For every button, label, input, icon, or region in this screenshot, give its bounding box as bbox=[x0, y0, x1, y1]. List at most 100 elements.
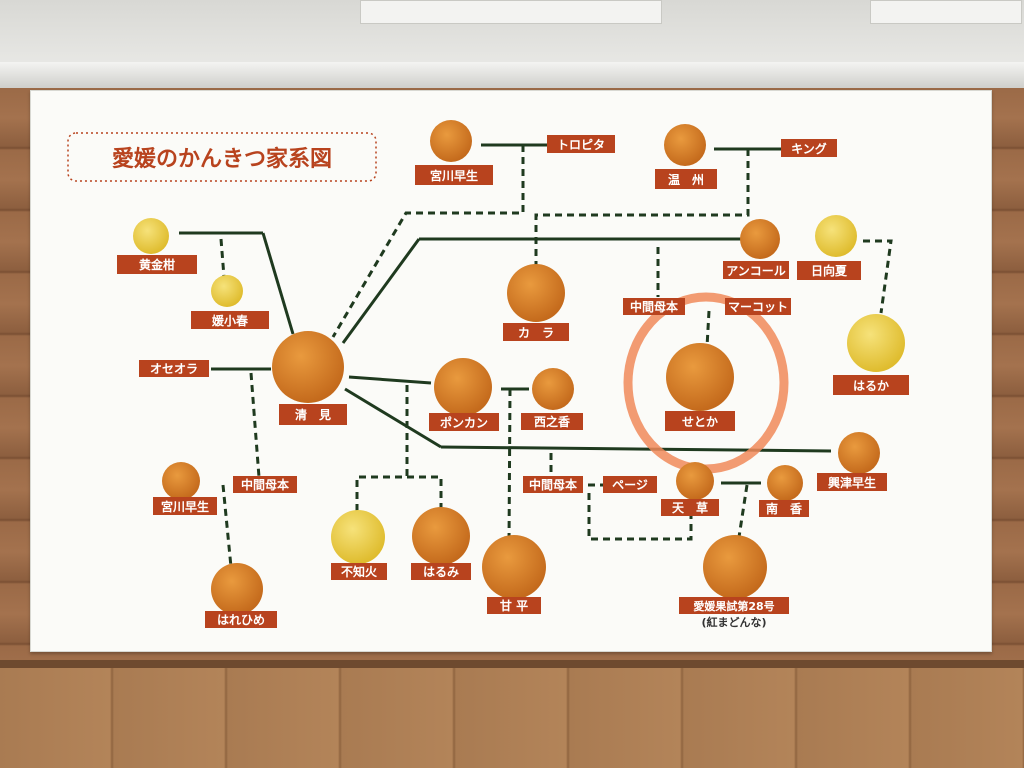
label-box bbox=[415, 165, 493, 185]
family-tree-diagram: 愛媛のかんきつ家系図 bbox=[67, 120, 909, 629]
label-harehime: はれひめ bbox=[217, 613, 265, 627]
fruit-icon bbox=[507, 264, 565, 322]
label-tensou: 天 草 bbox=[672, 500, 708, 515]
label-box bbox=[723, 261, 789, 279]
label-box bbox=[117, 255, 197, 274]
fruit-icon bbox=[331, 510, 385, 564]
label-box bbox=[411, 563, 471, 580]
label-box bbox=[279, 404, 347, 425]
label-hyuganatsu: 日向夏 bbox=[811, 263, 848, 278]
label-box bbox=[665, 411, 735, 431]
dashed-line bbox=[331, 145, 525, 338]
fruit-icon bbox=[211, 275, 243, 307]
dashed-line bbox=[737, 484, 749, 538]
label-kara: カ ラ bbox=[518, 326, 554, 340]
fruit-icon bbox=[676, 462, 714, 500]
dashed-line bbox=[534, 149, 750, 267]
label-box bbox=[817, 473, 887, 491]
label-setoka: せとか bbox=[682, 415, 718, 429]
label-box bbox=[153, 497, 217, 515]
label-kiyomi: 清 見 bbox=[295, 407, 331, 422]
fruit-icon bbox=[162, 462, 200, 500]
label-kanpei: 甘 平 bbox=[500, 598, 528, 613]
title-box: 愛媛のかんきつ家系図 bbox=[67, 132, 377, 182]
fruit-icon bbox=[847, 314, 905, 372]
label-box bbox=[523, 476, 583, 493]
label-enkoshun: 媛小春 bbox=[211, 313, 249, 328]
fruit-icon bbox=[740, 219, 780, 259]
label-box bbox=[233, 476, 297, 493]
label-beni-madonna: (紅まどんな) bbox=[701, 615, 766, 629]
fruit-icon bbox=[838, 432, 880, 474]
fruit-icon bbox=[767, 465, 803, 501]
label-king: キング bbox=[791, 141, 827, 156]
fruit-icon bbox=[815, 215, 857, 257]
label-box bbox=[487, 597, 541, 614]
label-nanko: 南 香 bbox=[766, 501, 802, 516]
fruit-icon bbox=[703, 535, 767, 599]
poster-title: 愛媛のかんきつ家系図 bbox=[112, 146, 332, 172]
kitchen-background bbox=[0, 0, 1024, 70]
fruit-icon bbox=[664, 124, 706, 166]
label-nishinoka: 西之香 bbox=[534, 414, 570, 429]
window bbox=[870, 0, 1022, 24]
connector-line bbox=[261, 232, 295, 335]
label-box bbox=[759, 500, 809, 517]
label-haruka: はるか bbox=[853, 379, 889, 393]
label-ankoru: アンコール bbox=[726, 264, 786, 278]
label-miyagawa-wase-2: 宮川早生 bbox=[161, 499, 209, 514]
connector-line bbox=[341, 238, 421, 344]
fruit-icon bbox=[412, 507, 470, 565]
variety-labels: 宮川早生 トロピタ 温 州 キング 黄金柑 媛小春 アンコール 日向夏 中間母本 bbox=[117, 135, 909, 629]
label-unshu: 温 州 bbox=[668, 173, 704, 187]
label-shiranui: 不知火 bbox=[341, 564, 378, 579]
label-box bbox=[521, 413, 583, 430]
connector-line bbox=[344, 387, 442, 449]
label-box bbox=[205, 611, 277, 628]
label-box bbox=[797, 261, 861, 280]
label-box bbox=[655, 169, 717, 189]
label-box bbox=[781, 139, 837, 157]
label-box bbox=[679, 597, 789, 614]
connector-line bbox=[440, 445, 832, 453]
label-box bbox=[623, 298, 685, 315]
fruit-icon bbox=[482, 535, 546, 599]
label-osceola: オセオラ bbox=[150, 362, 198, 376]
dashed-connector-lines bbox=[219, 145, 893, 568]
dashed-line bbox=[219, 238, 226, 278]
label-ehime-kashi-28: 愛媛果試第28号 bbox=[693, 599, 774, 613]
connector-line bbox=[348, 375, 432, 385]
label-toropita: トロピタ bbox=[557, 138, 605, 152]
dashed-line bbox=[221, 484, 233, 568]
fruit-icon bbox=[211, 563, 263, 615]
fruit-icon bbox=[272, 331, 344, 403]
wooden-floor bbox=[0, 660, 1024, 768]
dashed-line bbox=[355, 475, 443, 511]
label-kogankan: 黄金柑 bbox=[139, 257, 175, 272]
label-mercott: マーコット bbox=[728, 300, 788, 314]
dashed-line bbox=[587, 493, 693, 541]
label-box bbox=[139, 360, 209, 377]
counter-top bbox=[0, 62, 1024, 90]
label-chukan-bohon-2: 中間母本 bbox=[241, 477, 289, 492]
fruit-icon bbox=[430, 120, 472, 162]
label-box bbox=[331, 563, 387, 580]
label-box bbox=[725, 298, 791, 315]
label-miyagawa-wase: 宮川早生 bbox=[430, 168, 478, 183]
label-okitsu-wase: 興津早生 bbox=[828, 475, 876, 490]
dashed-line bbox=[863, 239, 893, 314]
fruit-illustrations bbox=[133, 120, 905, 615]
label-box bbox=[547, 135, 615, 153]
label-box bbox=[429, 413, 499, 431]
label-ponkan: ポンカン bbox=[440, 415, 488, 430]
fruit-icon bbox=[434, 358, 492, 416]
window bbox=[360, 0, 662, 24]
label-chukan-bohon: 中間母本 bbox=[630, 299, 678, 314]
label-box bbox=[603, 476, 657, 493]
fruit-icon bbox=[666, 343, 734, 411]
label-box bbox=[661, 499, 719, 516]
label-page: ページ bbox=[612, 478, 648, 492]
label-box bbox=[191, 311, 269, 329]
citrus-family-tree-poster: 愛媛のかんきつ家系図 bbox=[30, 90, 992, 652]
